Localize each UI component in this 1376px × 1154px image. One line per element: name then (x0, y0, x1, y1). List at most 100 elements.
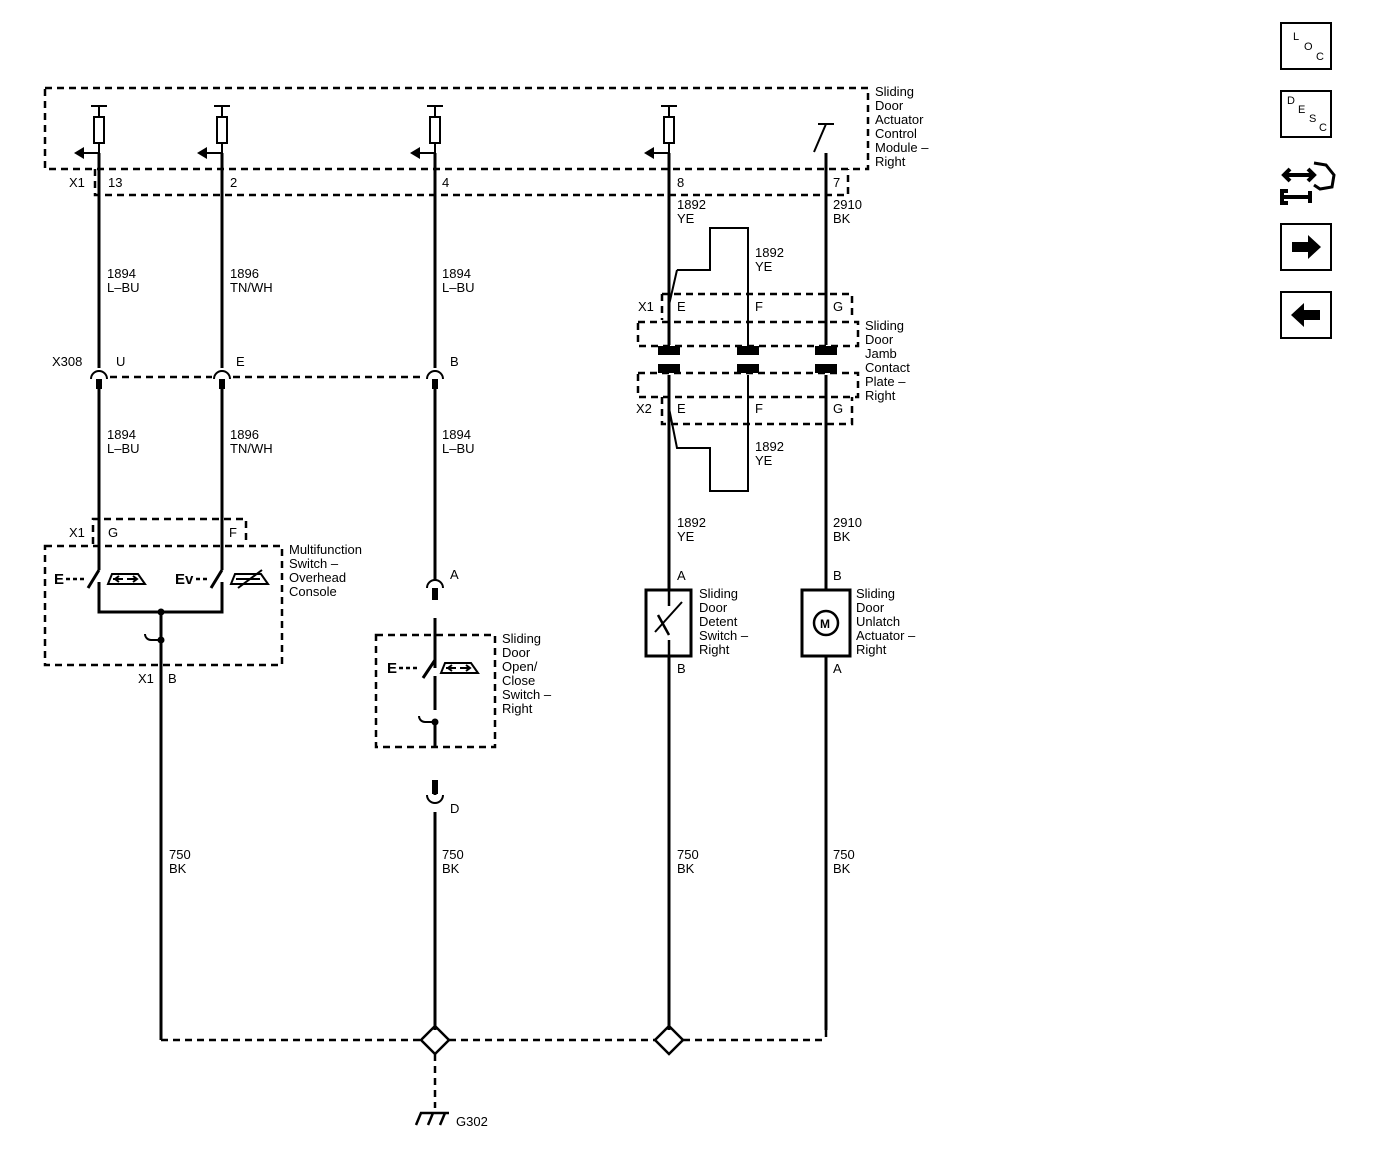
diagram-text: Sliding (875, 84, 914, 99)
unlatch-actuator: B M A Sliding Door Unlatch Actuator – Ri… (800, 568, 916, 676)
diagram-text: Unlatch (856, 614, 900, 629)
diagram-text: 750 (169, 847, 191, 862)
diagram-text: D (450, 801, 459, 816)
previous-button[interactable] (1280, 291, 1332, 339)
next-button[interactable] (1280, 223, 1332, 271)
module-input-13 (74, 105, 107, 159)
diagram-text: G (833, 299, 843, 314)
sliding-door-disabled-icon (229, 569, 270, 589)
diagram-text: B (833, 568, 842, 583)
diagram-text: Door (865, 332, 894, 347)
switch-e-glyph: E (54, 571, 64, 588)
jamb-contact-plate: X1 E F G X2 E F G Sliding Door Jamb Cont… (636, 292, 910, 426)
diagram-text: Control (875, 126, 917, 141)
diagram-text: Right (865, 388, 896, 403)
module-pin: 13 (108, 175, 122, 190)
diagram-text: 1896 (230, 427, 259, 442)
diagram-text: A (450, 567, 459, 582)
ground-label: G302 (456, 1114, 488, 1129)
diagram-text: TN/WH (230, 441, 273, 456)
wire-runs (97, 153, 828, 1040)
x308-pin: U (116, 354, 125, 369)
diagram-text: 1896 (230, 266, 259, 281)
diagram-text: Actuator (875, 112, 924, 127)
module-input-8 (644, 105, 677, 159)
diagram-text: 750 (677, 847, 699, 862)
unlatch-label: Sliding Door Unlatch Actuator – Right (856, 586, 916, 657)
diagram-text: 750 (833, 847, 855, 862)
connector-x308: X308 U E B (52, 354, 459, 389)
x308-pin: E (236, 354, 245, 369)
diagram-text: 1894 (442, 427, 471, 442)
diagram-text: Actuator – (856, 628, 916, 643)
diagram-text: F (229, 525, 237, 540)
diagram-text: Sliding (699, 586, 738, 601)
desc-button[interactable]: D E S C (1280, 90, 1332, 138)
diagram-text: YE (755, 259, 773, 274)
diagram-text: Close (502, 673, 535, 688)
mfs-ground-connector: X1 (138, 671, 154, 686)
open-close-switch: A E Sliding Door Open/ Close Switch – Ri… (374, 567, 552, 816)
diagram-text: Detent (699, 614, 738, 629)
diagram-text: Sliding (865, 318, 904, 333)
diagram-text: Door (699, 600, 728, 615)
diagram-text: Open/ (502, 659, 538, 674)
module-pin: 2 (230, 175, 237, 190)
diagram-text: E (677, 299, 686, 314)
diagram-text: BK (833, 211, 851, 226)
jamb-x1-label: X1 (638, 299, 654, 314)
diagram-text: BK (442, 861, 460, 876)
module-pin: 8 (677, 175, 684, 190)
diagram-text: F (755, 299, 763, 314)
diagram-text: Jamb (865, 346, 897, 361)
diagram-text: YE (755, 453, 773, 468)
diagram-text: Console (289, 584, 337, 599)
module-pin: 4 (442, 175, 449, 190)
diagram-text: B (677, 661, 686, 676)
mfs-ground-pin: B (168, 671, 177, 686)
diagram-text: 1894 (442, 266, 471, 281)
module-input-4 (410, 105, 443, 159)
diagram-text: L–BU (107, 441, 140, 456)
diagram-text: 1894 (107, 427, 136, 442)
diagram-text: A (677, 568, 686, 583)
wire-labels: 1894 L–BU 1896 TN/WH 1894 L–BU 1894 L–BU… (107, 197, 862, 876)
switch-ev-glyph: Ev (175, 571, 194, 588)
diagram-text: Door (856, 600, 885, 615)
arrow-right-icon (1292, 235, 1321, 259)
x308-pin: B (450, 354, 459, 369)
diagram-text: Right (699, 642, 730, 657)
diagram-text: BK (169, 861, 187, 876)
diagram-text: 1892 (677, 197, 706, 212)
diagram-text: L–BU (107, 280, 140, 295)
diagram-text: Door (502, 645, 531, 660)
loc-button[interactable]: L O C (1280, 22, 1332, 70)
diagram-text: L–BU (442, 441, 475, 456)
control-module: Sliding Door Actuator Control Module – R… (43, 84, 929, 197)
module-output-7 (813, 123, 834, 153)
diagram-text: 1892 (755, 439, 784, 454)
diagram-text: 2910 (833, 197, 862, 212)
diagram-text: F (755, 401, 763, 416)
diagram-text: 1892 (755, 245, 784, 260)
diagram-text: TN/WH (230, 280, 273, 295)
diagram-text: G (108, 525, 118, 540)
diagram-text: Multifunction (289, 542, 362, 557)
detent-switch: A B Sliding Door Detent Switch – Right (644, 568, 749, 676)
diagram-text: Sliding (502, 631, 541, 646)
diagram-text: 2910 (833, 515, 862, 530)
connector-toggle-icon[interactable] (1280, 155, 1338, 209)
diagram-text: E (677, 401, 686, 416)
diagram-text: Overhead (289, 570, 346, 585)
open-close-label: Sliding Door Open/ Close Switch – Right (502, 631, 552, 716)
diagram-text: G (833, 401, 843, 416)
diagram-text: Switch – (289, 556, 339, 571)
mfs-label: Multifunction Switch – Overhead Console (289, 542, 362, 599)
diagram-text: Sliding (856, 586, 895, 601)
diagram-text: Right (856, 642, 887, 657)
diagram-text: Module – (875, 140, 929, 155)
mfs-connector-label: X1 (69, 525, 85, 540)
ground-icon (414, 1111, 449, 1126)
diagram-text: BK (833, 861, 851, 876)
